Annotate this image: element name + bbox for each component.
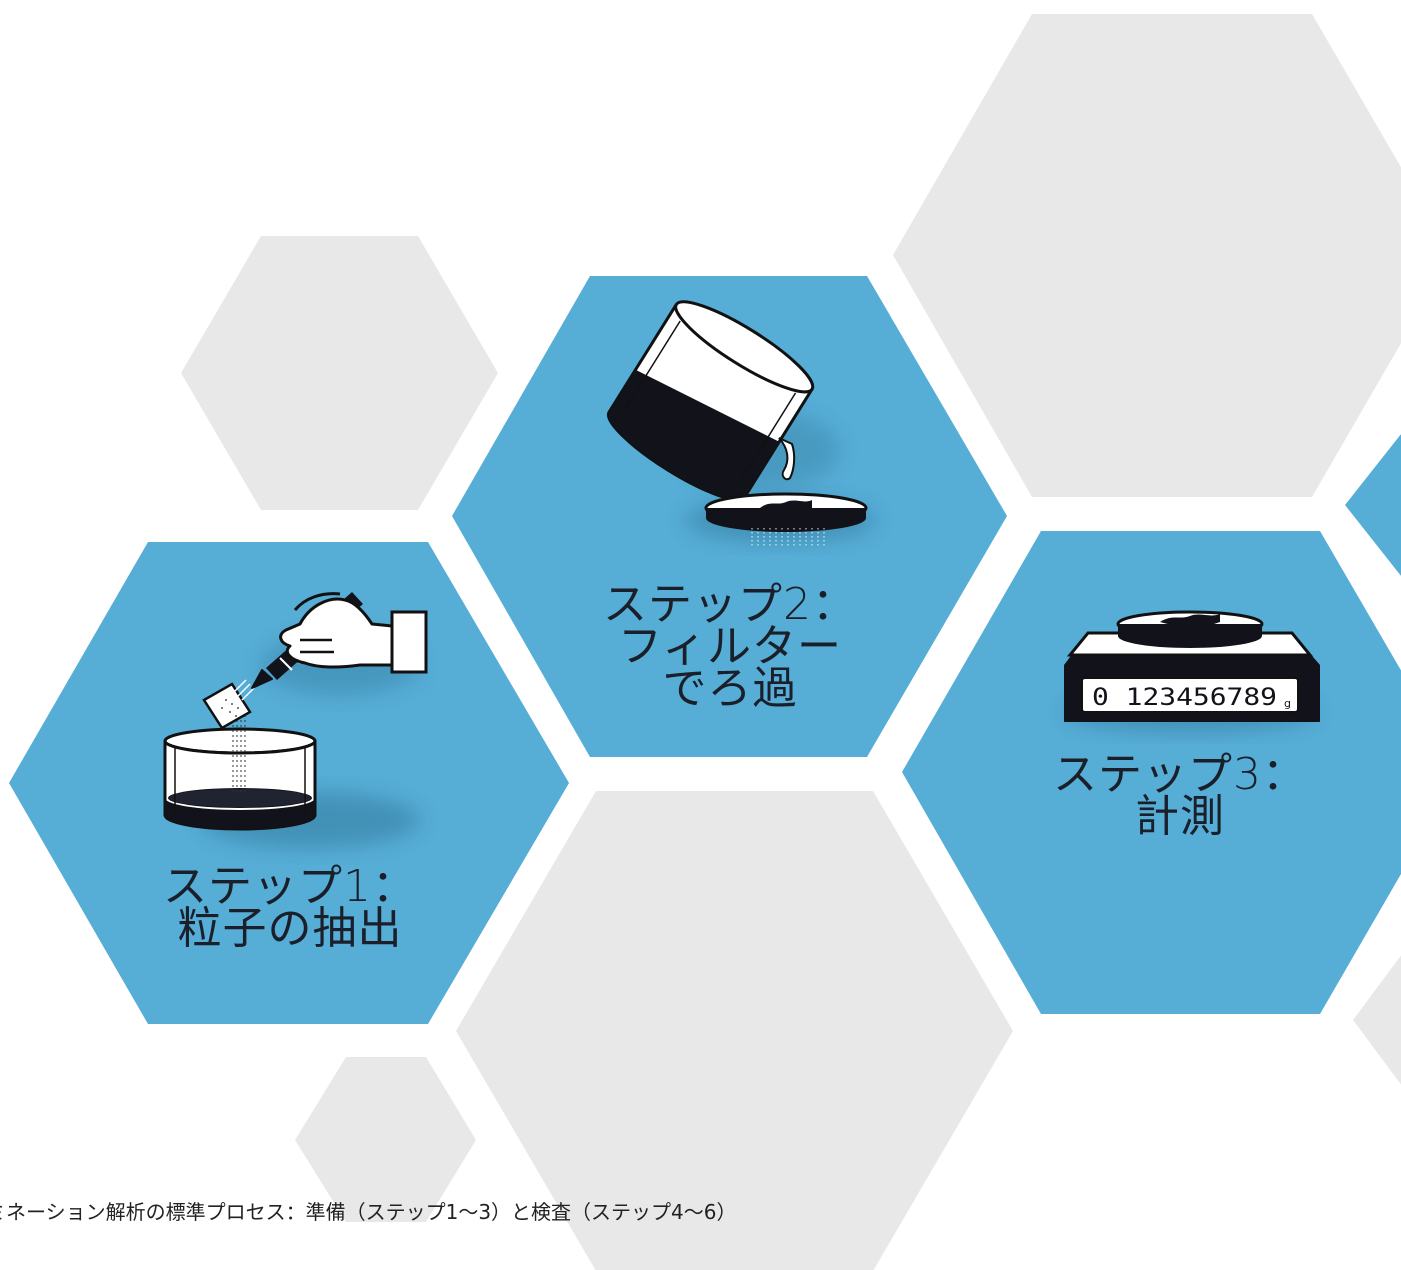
scale-display-text: 0 123456789 [1092, 683, 1277, 711]
scale-unit-text: g [1284, 697, 1291, 710]
step1-label: ステップ1： 粒子の抽出 [140, 861, 440, 954]
step2-subtitle-2: でろ過 [662, 663, 798, 714]
step3-title: ステップ3： [1053, 749, 1307, 800]
hexagon-gray [893, 14, 1401, 497]
scale-icon: 0 123456789 g [1064, 610, 1320, 732]
beaker-pipette-icon [163, 592, 428, 848]
pour-filter-icon [606, 300, 875, 548]
step2-subtitle: フィルター [617, 621, 843, 672]
step2-label: ステップ2： フィルター でろ過 [580, 579, 880, 714]
step1-title: ステップ1： [163, 861, 417, 912]
hexagon-gray [1353, 955, 1401, 1085]
caption: ミネーション解析の標準プロセス：準備（ステップ1〜3）と検査（ステップ4〜6） [0, 1200, 737, 1224]
hexagon-gray [181, 236, 498, 510]
hexagon-step4-partial [1345, 434, 1401, 576]
step1-subtitle: 粒子の抽出 [177, 903, 403, 954]
step3-subtitle: 計測 [1135, 791, 1225, 842]
hexagon-gray [456, 791, 1013, 1270]
step3-label: ステップ3： 計測 [1030, 749, 1330, 842]
step2-title: ステップ2： [603, 579, 857, 630]
hexagon-gray [295, 1057, 476, 1222]
